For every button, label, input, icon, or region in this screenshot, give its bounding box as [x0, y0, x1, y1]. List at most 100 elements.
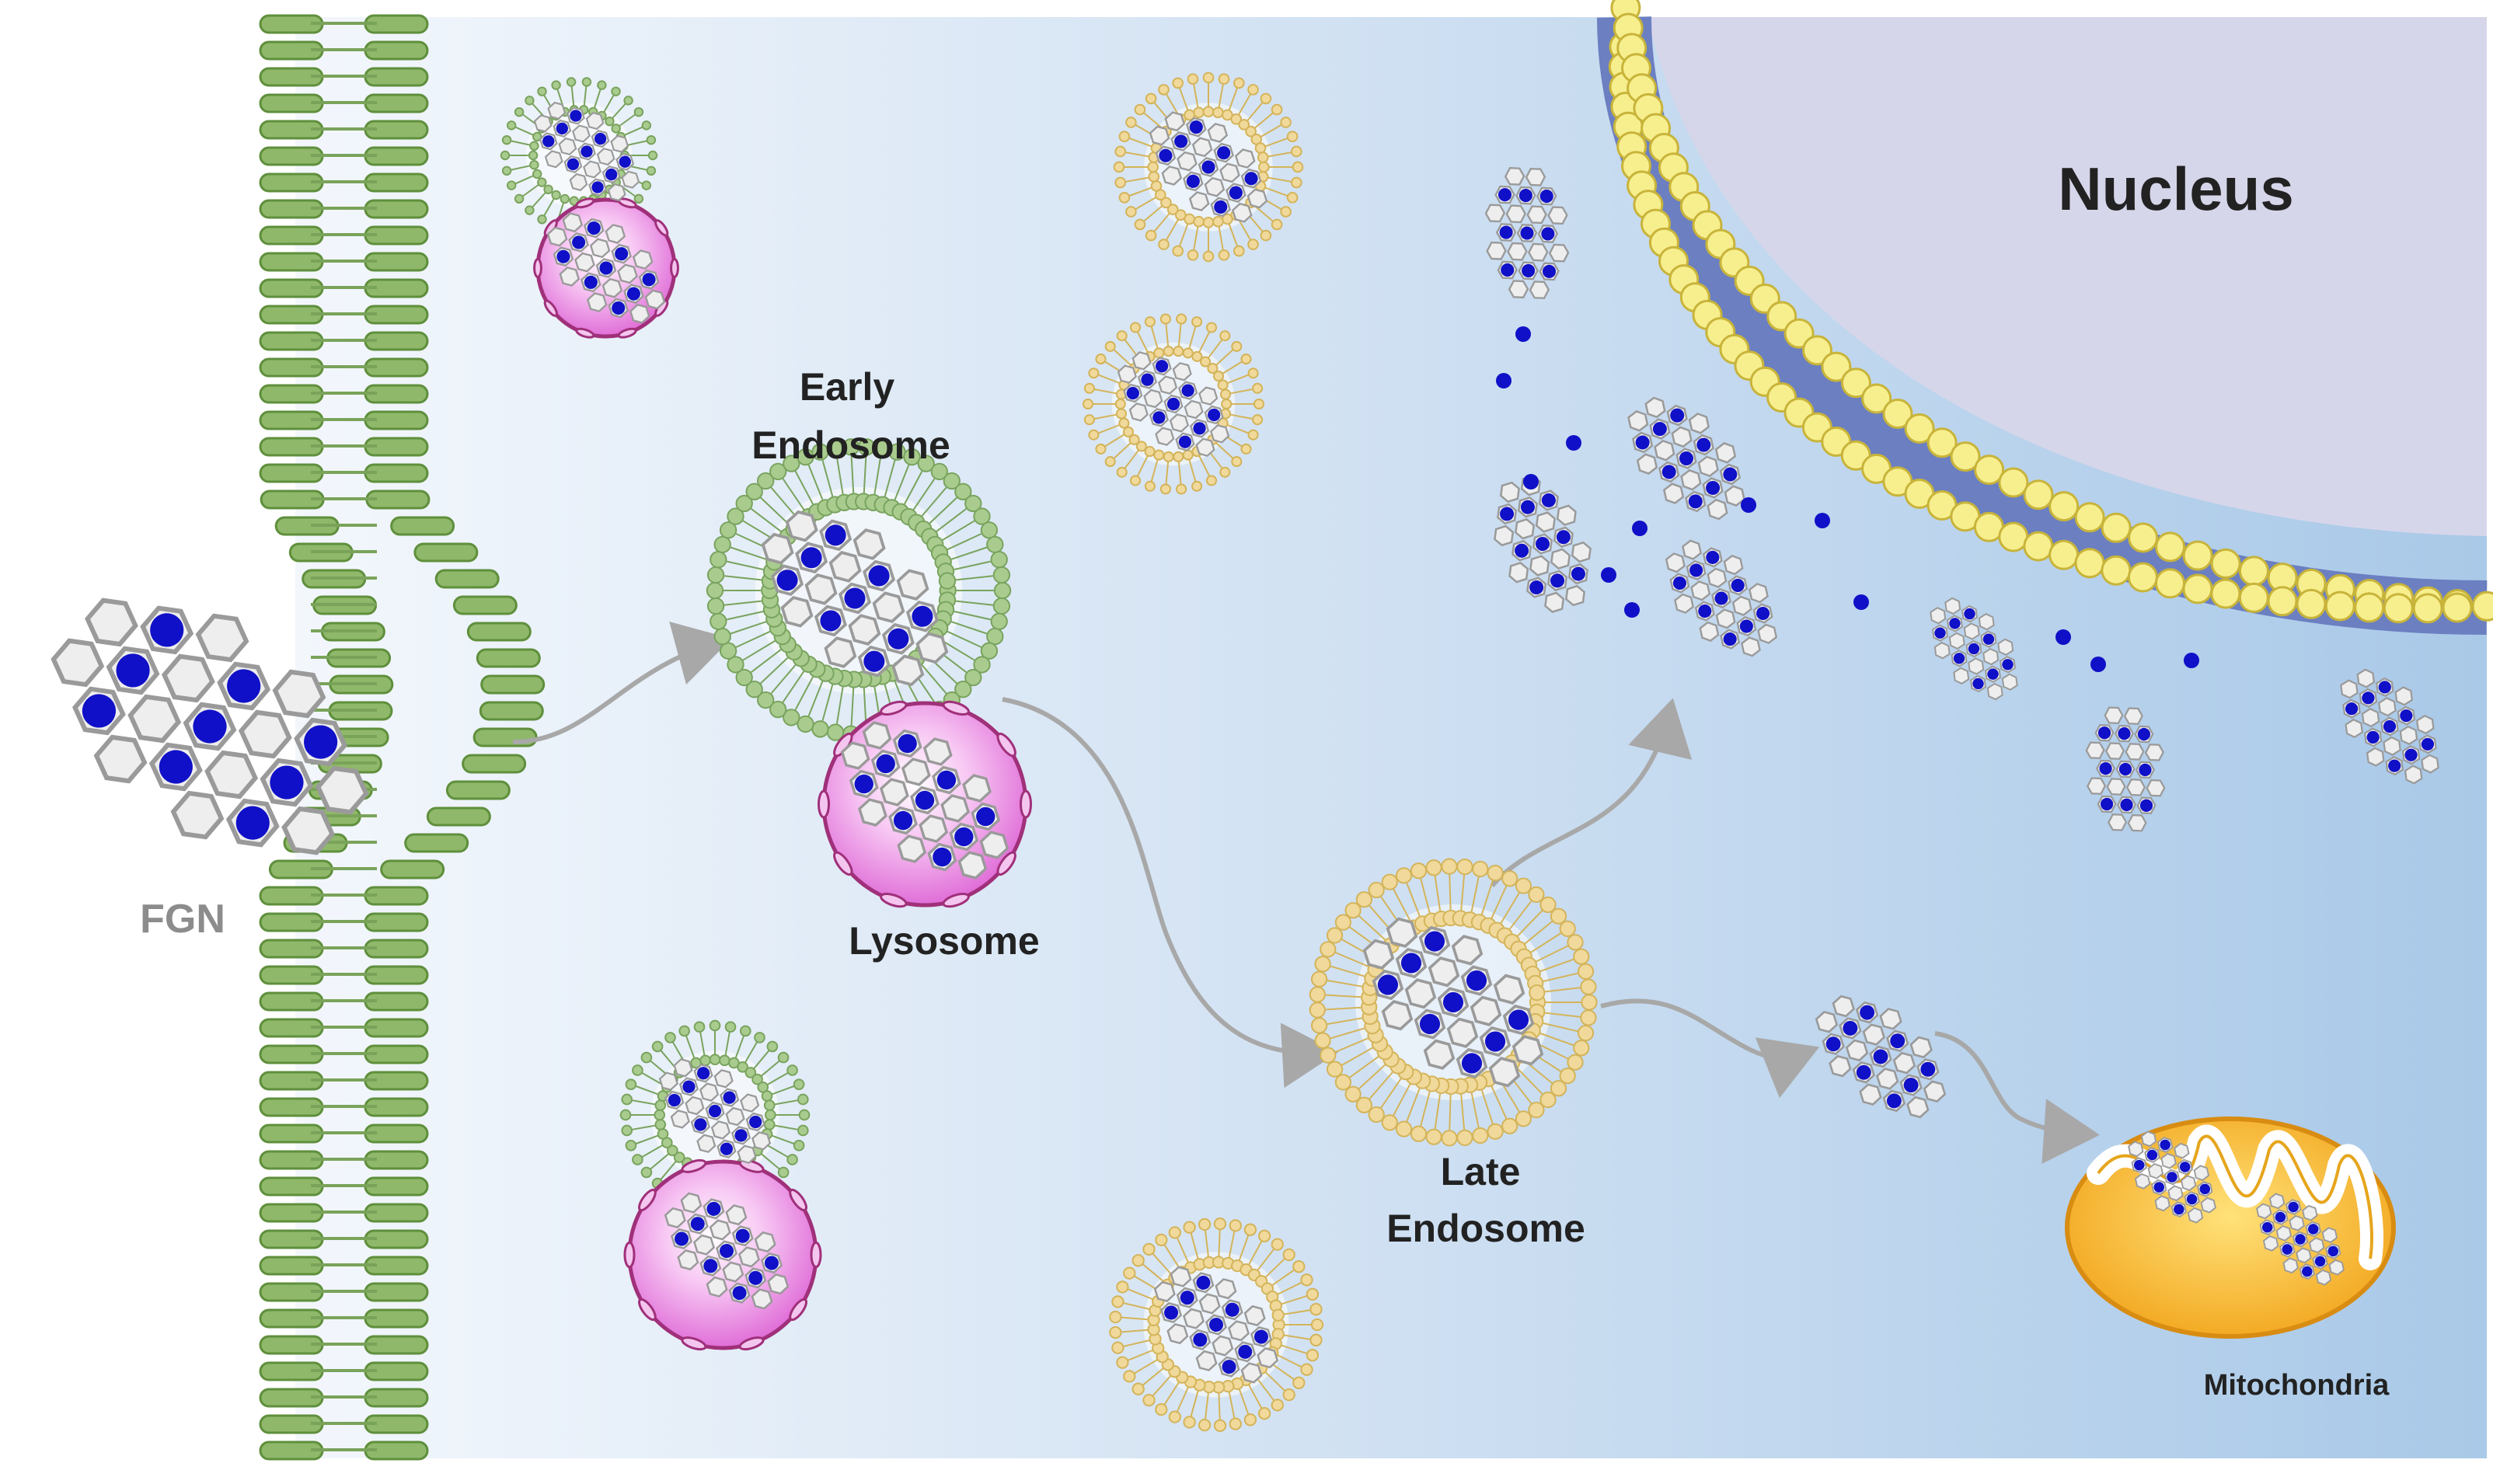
lipid-head	[1950, 441, 1981, 472]
released-dot	[1815, 513, 1830, 528]
lipid-head	[2023, 479, 2054, 510]
membrane-lipid	[445, 780, 511, 800]
free-flake-2	[1627, 396, 1745, 521]
free-flake-5	[1930, 597, 2018, 701]
lipid-head	[2182, 540, 2213, 571]
released-dot	[1601, 567, 1616, 583]
membrane-lipid	[404, 833, 469, 853]
flake-in-lysosome	[840, 721, 1009, 880]
lipid-head	[2238, 556, 2269, 587]
lipid-head	[2267, 586, 2298, 617]
fgn-label: FGN	[140, 897, 225, 942]
free-flake-6	[2085, 706, 2166, 832]
lipid-head	[2210, 578, 2241, 609]
early-endosome-label-line2: Endosome	[751, 423, 950, 467]
lipid-head	[2101, 512, 2132, 543]
early-endosome-label-line1: Early	[800, 365, 895, 409]
nucleus-interior	[1647, 17, 2487, 536]
free-flake-4	[1665, 539, 1778, 657]
flake-in-yellow-vesicle-1	[1149, 111, 1268, 223]
membrane-lipid	[413, 542, 479, 563]
lipid-head	[2296, 588, 2327, 619]
lipid-head	[2128, 522, 2159, 553]
lipid-head	[1904, 413, 1935, 444]
lipid-head	[1998, 467, 2029, 498]
flake-in-small-endosome	[533, 101, 640, 202]
flake-in-small-lysosome	[546, 212, 666, 324]
membrane-lipid	[462, 754, 527, 774]
released-dot	[1566, 435, 1581, 451]
released-dot	[1624, 602, 1640, 618]
lipid-head	[1821, 351, 1852, 382]
fgn-flake	[51, 597, 369, 855]
lipid-head	[2383, 593, 2414, 624]
lipid-head	[2182, 573, 2213, 604]
mitochondrion	[2065, 1116, 2396, 1339]
membrane-lipid	[452, 595, 518, 615]
lipid-head	[1861, 383, 1892, 414]
nuclear-envelope	[1597, 0, 2493, 635]
late-endosome-label-line1: Late	[1441, 1150, 1521, 1193]
flake-in-mitochondrion-1	[2128, 1130, 2216, 1224]
lipid-head	[2155, 568, 2185, 599]
lipid-head	[2023, 531, 2054, 562]
lipid-head	[2074, 548, 2105, 579]
released-dot	[1523, 474, 1539, 489]
lipid-head	[2324, 590, 2355, 622]
released-dot	[1632, 521, 1647, 536]
released-dot	[1515, 326, 1531, 342]
membrane-lipid	[479, 701, 544, 721]
flake-in-early-endosome	[761, 510, 949, 687]
membrane-lipid	[434, 569, 500, 589]
lipid-head	[2101, 555, 2132, 586]
free-flake-7	[2340, 668, 2439, 785]
lipid-head	[2238, 582, 2269, 613]
free-flake-1	[1484, 166, 1570, 300]
released-dot	[2055, 629, 2071, 645]
lipid-head	[2210, 548, 2241, 579]
arrow-uptake	[512, 622, 732, 744]
membrane-lipid	[426, 806, 491, 827]
lipid-head	[1926, 427, 1958, 458]
membrane-lipid	[380, 859, 445, 880]
lipid-head	[2442, 592, 2473, 623]
membrane-lipid	[390, 516, 455, 536]
lipid-head	[2471, 590, 2493, 622]
nucleus	[1597, 0, 2493, 635]
membrane-lipid	[480, 674, 546, 695]
lipid-head	[2074, 502, 2105, 533]
flake-in-yellow-vesicle-3	[1153, 1266, 1279, 1384]
lipid-head	[2048, 539, 2080, 570]
flake-in-mitochondrion-2	[2256, 1193, 2345, 1286]
flake-in-yellow-vesicle-2	[1117, 351, 1230, 457]
late-endosome-label-line2: Endosome	[1386, 1207, 1585, 1250]
arrow-release	[1600, 998, 1820, 1099]
lipid-head	[2127, 562, 2158, 593]
released-dot	[1741, 497, 1756, 513]
arrow-escape	[1490, 698, 1693, 887]
lipid-head	[2354, 592, 2385, 623]
flake-released	[1815, 995, 1947, 1119]
flake-in-bottom-endosome	[658, 1058, 772, 1164]
arrow-to-late-endosome	[1002, 697, 1338, 1089]
graphene-flakes	[51, 101, 2439, 1384]
arrow-to-mitochondria	[1934, 1031, 2100, 1164]
lipid-head	[2412, 593, 2443, 624]
lipid-head	[1974, 455, 2005, 486]
lipid-head	[1882, 399, 1913, 429]
released-dot	[2184, 653, 2199, 668]
membrane-lipid	[476, 648, 541, 668]
flake-in-bottom-lysosome	[664, 1192, 790, 1310]
nucleus-label: Nucleus	[2058, 155, 2293, 223]
free-flake-3	[1494, 474, 1592, 614]
plasma-membrane	[259, 14, 546, 1461]
lipid-head	[1998, 521, 2029, 552]
lipid-head	[2048, 491, 2080, 522]
lipid-head	[1840, 368, 1871, 399]
released-dots	[1496, 326, 2199, 672]
released-dot	[1496, 373, 1511, 388]
lipid-head	[1802, 335, 1832, 366]
arrows	[512, 622, 2100, 1164]
